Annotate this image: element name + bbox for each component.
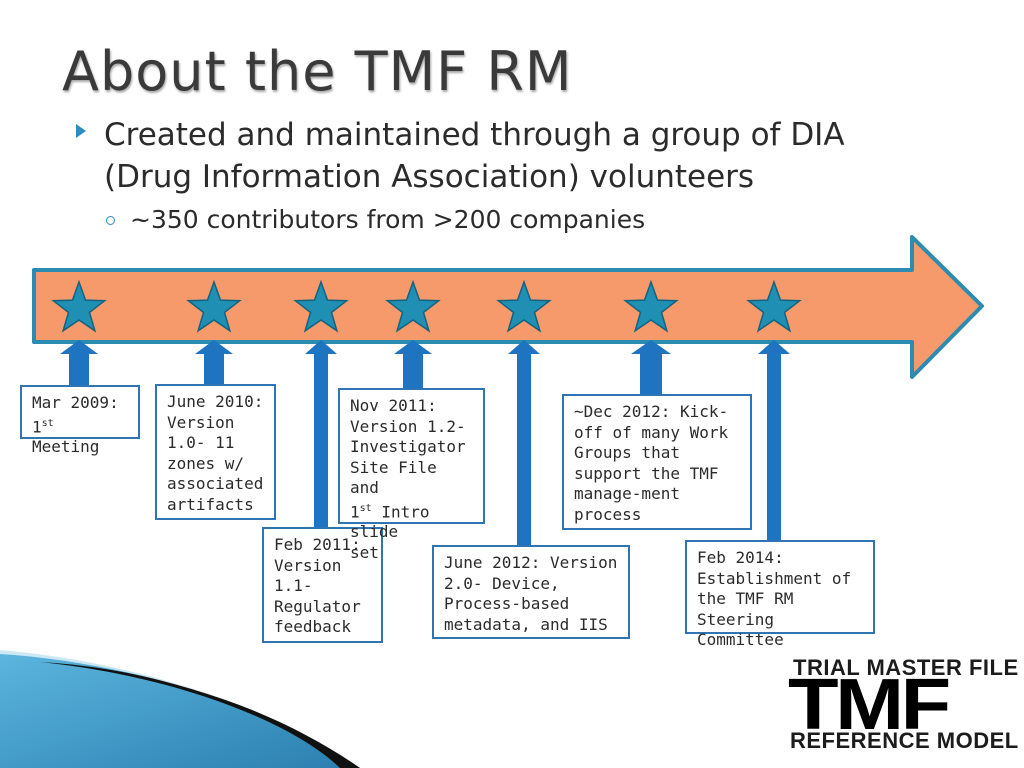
star-icon bbox=[293, 279, 349, 333]
milestone-line: Groups that bbox=[574, 443, 680, 462]
milestone-line: 2.0- Device, bbox=[444, 573, 560, 593]
milestone-line: Site File and bbox=[350, 457, 437, 498]
decorative-swoosh-dark bbox=[40, 662, 360, 768]
pointer-arrow bbox=[195, 340, 233, 384]
milestone-line: off of many Work bbox=[574, 422, 729, 442]
milestone-line: metadata, and IIS bbox=[444, 614, 608, 634]
decorative-swoosh bbox=[0, 650, 360, 768]
milestone-line: Version 1.2- bbox=[350, 416, 466, 436]
milestone-line: support the TMF bbox=[574, 463, 719, 483]
milestone-line: 1st Intro slide bbox=[350, 501, 430, 542]
milestone-line: Establishment of bbox=[697, 568, 852, 588]
sub-bullet-text: ~350 contributors from >200 companies bbox=[130, 205, 646, 234]
milestone-line: 1.0- 11 bbox=[167, 433, 235, 452]
star-icon bbox=[186, 279, 242, 333]
milestone-line: Feb 2014: bbox=[697, 548, 784, 567]
milestone-line: Regulator bbox=[274, 596, 361, 616]
milestone-line: Investigator bbox=[350, 437, 466, 456]
milestone-line: June 2012: Version bbox=[444, 553, 618, 572]
milestone-line: zones w/ bbox=[167, 453, 245, 473]
milestone-line: the TMF RM bbox=[697, 589, 794, 608]
milestone-line: Version bbox=[274, 555, 342, 575]
pointer-arrow bbox=[631, 340, 671, 394]
pointer-arrow bbox=[305, 340, 337, 527]
tmf-logo: TRIAL MASTER FILE TMF REFERENCE MODEL bbox=[788, 655, 1018, 755]
slide-title: About the TMF RM bbox=[62, 40, 573, 103]
milestone-line: Process-based bbox=[444, 594, 570, 613]
milestone-line: Steering Committee bbox=[697, 609, 784, 650]
star-icon bbox=[746, 279, 802, 333]
milestone-line: ~Dec 2012: Kick- bbox=[574, 402, 729, 421]
pointer-arrow bbox=[60, 340, 98, 385]
logo-top-text: TRIAL MASTER FILE bbox=[793, 655, 1019, 680]
milestone-line: 1.1- bbox=[274, 576, 313, 595]
bullet-text: Created and maintained through a group o… bbox=[104, 117, 845, 195]
pointer-arrow bbox=[758, 340, 790, 540]
milestone-mar-2009: Mar 2009: 1st Meeting bbox=[20, 385, 140, 456]
milestone-line: 1st Meeting bbox=[32, 416, 100, 457]
milestone-line: Feb 2011: bbox=[274, 535, 361, 554]
logo-bottom-text: REFERENCE MODEL bbox=[790, 728, 1019, 753]
milestone-line: Version bbox=[167, 412, 235, 432]
milestone-line: set bbox=[350, 542, 379, 562]
star-icon bbox=[51, 279, 107, 333]
milestone-line: feedback bbox=[274, 617, 352, 636]
milestone-line: June 2010: bbox=[167, 392, 264, 411]
logo-main-text: TMF bbox=[788, 665, 951, 745]
star-icon bbox=[496, 279, 552, 333]
pointer-arrow bbox=[508, 340, 540, 545]
star-icon bbox=[385, 279, 441, 333]
milestone-line: artifacts bbox=[167, 494, 254, 514]
star-icon bbox=[623, 279, 679, 333]
milestone-line: associated bbox=[167, 474, 264, 493]
milestone-line: process bbox=[574, 504, 642, 524]
triangle-bullet-icon bbox=[76, 124, 86, 138]
circle-bullet-icon bbox=[106, 216, 115, 225]
pointer-arrow bbox=[394, 340, 432, 388]
milestone-line: Mar 2009: bbox=[32, 393, 119, 412]
milestone-line: Nov 2011: bbox=[350, 396, 437, 415]
milestone-line: manage-ment bbox=[574, 484, 680, 503]
